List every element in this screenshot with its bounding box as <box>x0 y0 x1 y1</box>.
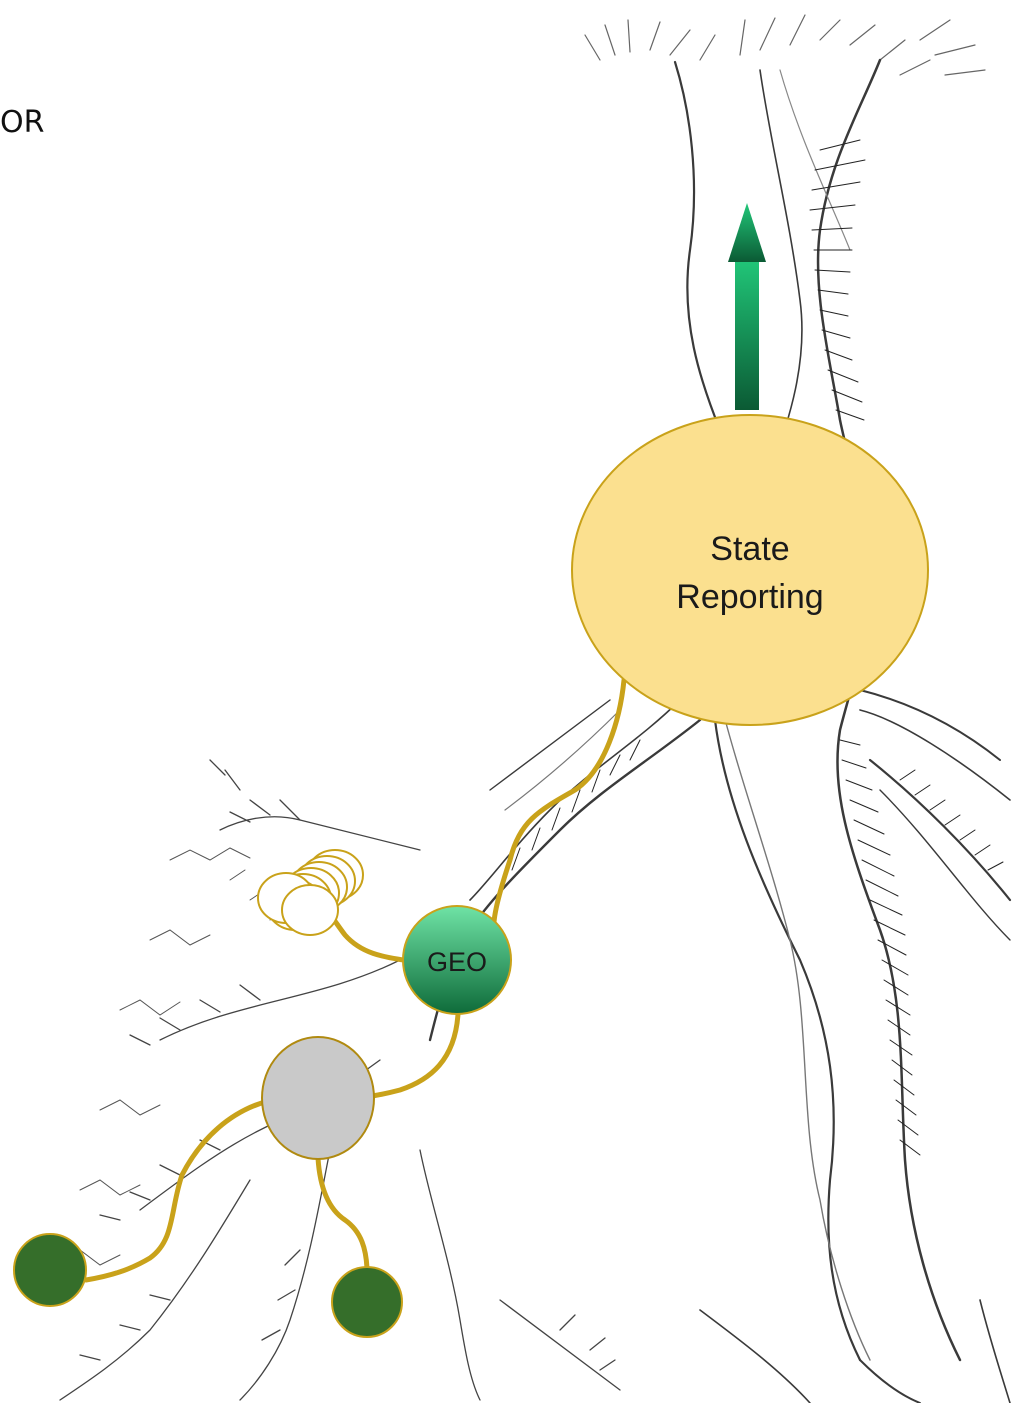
upward-arrow <box>728 203 766 410</box>
leaf-node-right[interactable] <box>332 1267 402 1337</box>
intermediate-node[interactable] <box>262 1037 374 1159</box>
state-reporting-label-line2: Reporting <box>676 578 823 616</box>
state-reporting-label-line1: State <box>710 530 789 568</box>
geo-label: GEO <box>427 947 487 977</box>
geo-node[interactable]: GEO <box>403 906 511 1014</box>
connector-geo-to-intermediate <box>372 1014 458 1096</box>
connector-state-to-geo <box>494 680 624 922</box>
root-tree-sketch <box>60 15 1010 1403</box>
ellipse-stack[interactable] <box>258 850 363 935</box>
leaf-node-left[interactable] <box>14 1234 86 1306</box>
state-reporting-node[interactable]: State Reporting <box>572 415 928 725</box>
